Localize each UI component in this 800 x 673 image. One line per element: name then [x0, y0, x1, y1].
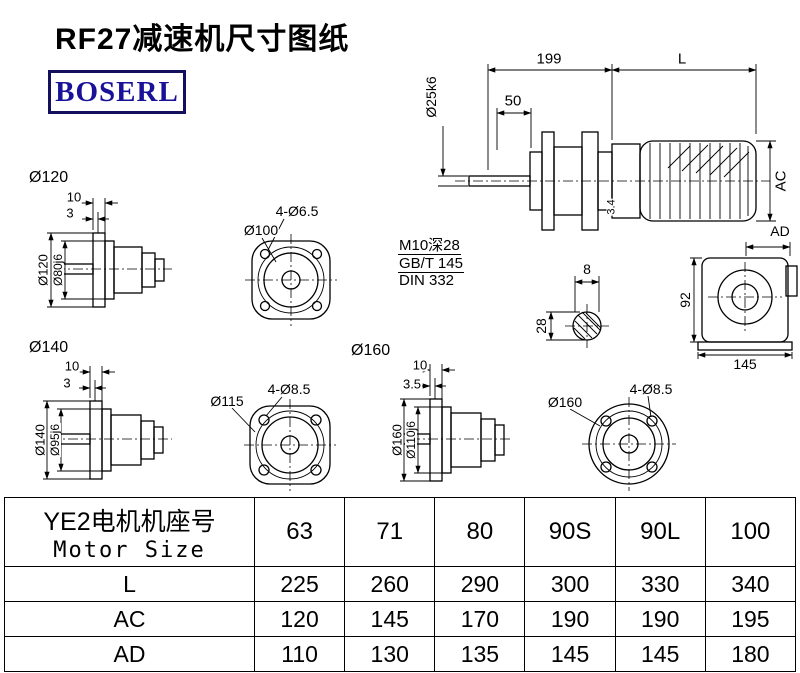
flange115-front-view — [231, 396, 336, 491]
row-label-AD: AD — [4, 636, 255, 672]
size-col-63: 63 — [253, 497, 346, 567]
callout-flange140: Ø140 — [28, 339, 70, 356]
cell-L-80: 290 — [434, 566, 526, 602]
header-en: Motor Size — [53, 537, 206, 563]
dim-key-width: 8 — [582, 261, 592, 277]
dim-120-thickness: 10 — [65, 189, 83, 205]
cell-L-100: 340 — [704, 566, 797, 602]
dim-160-thickness: 10 — [411, 357, 429, 373]
dim-key-height: 28 — [533, 317, 549, 335]
dim-140-thickness: 10 — [63, 358, 81, 374]
table-row-L: L 225 260 290 300 330 340 — [4, 566, 797, 602]
callout-flange120: Ø120 — [28, 169, 70, 186]
row-label-AC: AC — [4, 601, 255, 637]
dim-160-step: 3.5 — [401, 376, 423, 392]
dim-AD: AD — [769, 223, 791, 239]
cell-L-90L: 330 — [614, 566, 706, 602]
dim-rear-width: 145 — [732, 356, 758, 372]
dim-50: 50 — [503, 92, 523, 110]
cell-AD-90S: 145 — [524, 636, 616, 672]
header-cn: YE2电机机座号 — [43, 507, 216, 536]
dim-120-spigot: Ø80j6 — [51, 252, 65, 288]
page-title: RF27减速机尺寸图纸 — [55, 23, 350, 56]
callout-flange160: Ø160 — [350, 342, 392, 359]
size-col-80: 80 — [434, 497, 526, 567]
dim-160-od: Ø160 — [389, 423, 405, 457]
thread-spec-line1: M10深28 — [398, 237, 461, 255]
boserl-logo: BOSERL — [48, 70, 186, 114]
cell-AC-63: 120 — [253, 601, 346, 637]
table-row-AD: AD 110 130 135 145 145 180 — [4, 636, 797, 672]
motor-rear-view — [690, 242, 798, 359]
dim-160front-circle: Ø160 — [546, 394, 584, 410]
cell-AC-100: 195 — [704, 601, 797, 637]
row-label-L: L — [4, 566, 255, 602]
dim-115-circle: Ø115 — [209, 393, 245, 409]
dim-100-holes: 4-Ø6.5 — [274, 203, 320, 219]
dim-flange-gap: 3.4 — [605, 198, 618, 216]
dim-L: L — [676, 50, 688, 68]
cell-AC-80: 170 — [434, 601, 526, 637]
dim-120-od: Ø120 — [35, 253, 51, 287]
cell-L-71: 260 — [344, 566, 436, 602]
header-motor-size: YE2电机机座号 Motor Size — [4, 497, 255, 567]
dim-140-od: Ø140 — [32, 423, 48, 457]
dim-rear-height: 92 — [677, 291, 693, 309]
dim-100-circle: Ø100 — [242, 222, 280, 238]
boserl-logo-text: BOSERL — [55, 75, 179, 108]
cell-L-90S: 300 — [524, 566, 616, 602]
cell-AD-80: 135 — [434, 636, 526, 672]
size-col-90S: 90S — [524, 497, 616, 567]
size-col-71: 71 — [344, 497, 436, 567]
cell-AD-90L: 145 — [614, 636, 706, 672]
cell-L-63: 225 — [253, 566, 346, 602]
dim-120-step: 3 — [65, 205, 75, 221]
cell-AD-100: 180 — [704, 636, 797, 672]
table-row-AC: AC 120 145 170 190 190 195 — [4, 601, 797, 637]
dim-AC: AC — [772, 169, 790, 193]
cell-AC-71: 145 — [344, 601, 436, 637]
thread-spec-line2: GB/T 145 — [398, 255, 464, 273]
dim-160-spigot: Ø110j6 — [404, 420, 418, 460]
cell-AD-71: 130 — [344, 636, 436, 672]
flange140-side-view — [43, 366, 172, 480]
size-col-90L: 90L — [614, 497, 706, 567]
cell-AC-90S: 190 — [524, 601, 616, 637]
flange120-side-view — [47, 198, 172, 308]
dim-140-spigot: Ø95j6 — [48, 422, 62, 458]
motor-size-table: YE2电机机座号 Motor Size 63 71 80 90S 90L 100… — [4, 497, 797, 672]
flange160-front-view — [569, 395, 676, 491]
dim-140-step: 3 — [62, 375, 72, 391]
shaft-section-detail — [546, 276, 609, 348]
cell-AD-63: 110 — [253, 636, 346, 672]
dim-199: 199 — [535, 50, 563, 68]
table-header-row: YE2电机机座号 Motor Size 63 71 80 90S 90L 100 — [4, 497, 797, 567]
cell-AC-90L: 190 — [614, 601, 706, 637]
dim-shaft-dia: Ø25k6 — [423, 75, 439, 119]
dim-160front-holes: 4-Ø8.5 — [628, 381, 674, 397]
flange100-front-view — [245, 218, 337, 326]
thread-spec-line3: DIN 332 — [398, 272, 456, 289]
main-assembly-view — [438, 64, 776, 231]
size-col-100: 100 — [704, 497, 797, 567]
dim-115-holes: 4-Ø8.5 — [266, 381, 312, 397]
